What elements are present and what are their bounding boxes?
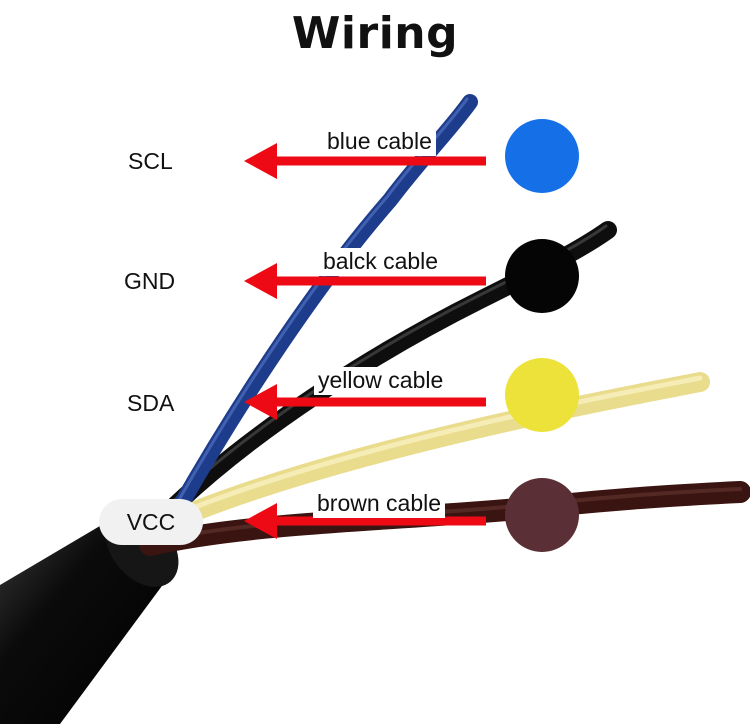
brown-swatch — [505, 478, 579, 552]
arrow-gnd — [244, 263, 486, 299]
cable-label-blue: blue cable — [323, 128, 436, 157]
cable-label-black: balck cable — [319, 248, 443, 277]
blue-swatch — [505, 119, 579, 193]
yellow-swatch — [505, 358, 579, 432]
black-swatch — [505, 239, 579, 313]
pin-label-vcc: VCC — [99, 499, 203, 545]
arrow-vcc — [244, 503, 486, 539]
arrow-scl — [244, 143, 486, 179]
arrow-sda — [244, 384, 486, 420]
pin-label-vcc-text: VCC — [126, 508, 176, 535]
cable-label-brown: brown cable — [313, 490, 446, 519]
yellow-wire — [140, 372, 710, 540]
page-title: Wiring — [291, 8, 459, 59]
pin-label-sda: SDA — [127, 390, 175, 416]
cable-label-yellow: yellow cable — [314, 367, 448, 396]
blue-wire — [167, 94, 478, 523]
pin-label-scl: SCL — [128, 148, 173, 174]
pin-label-gnd: GND — [124, 268, 176, 294]
